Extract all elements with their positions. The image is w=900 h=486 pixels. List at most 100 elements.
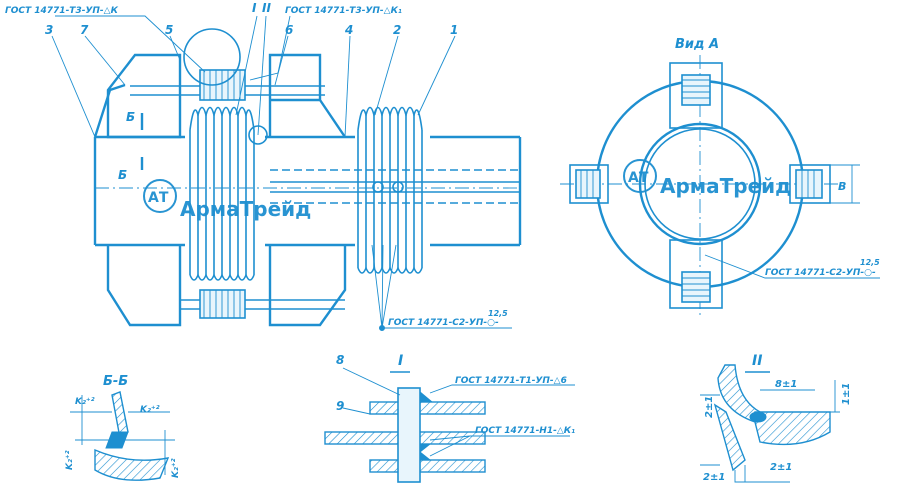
view-a-bottom-lug (669, 239, 723, 309)
leader-6 (274, 35, 289, 86)
detail-i-pos-8: 8 (336, 353, 344, 367)
pos-3: 3 (45, 23, 53, 37)
right-bellows (357, 106, 423, 274)
bottom-spring-lines (203, 290, 241, 318)
detail-i-welds (419, 390, 434, 461)
detail-i-weld-bottom-leader (429, 435, 570, 457)
view-a-right-lug (789, 164, 831, 204)
lower-left-housing (106, 245, 182, 327)
watermark-logo-letters: АТ (148, 190, 169, 206)
detail-ii-dim-1: 1±1 (841, 383, 852, 405)
view-a-weld-roughness: 12,5 (860, 258, 880, 267)
detail-ii-dim-verticals (734, 380, 836, 483)
middle-pipe (265, 135, 355, 247)
detail-ii-dim-2-a: 2±1 (703, 472, 725, 483)
top-spring-pack (199, 69, 246, 101)
view-a-left-spring (575, 169, 601, 199)
section-bb: Б-Б K₂⁺² K₂⁺² K₂⁺² K₂⁺² (65, 374, 181, 481)
rod-pin-2 (392, 181, 404, 193)
view-a-dim-b-label: В (838, 180, 846, 193)
detail-ii-dim-2-b: 2±1 (770, 462, 792, 473)
leader-3 (51, 35, 96, 138)
detail-ii-dim-8: 8±1 (775, 379, 797, 390)
weld-note-bottom-roughness: 12,5 (488, 309, 508, 318)
bb-k2-top: K₂⁺² (75, 397, 95, 407)
weld-note-top-left: ГОСТ 14771-Т3-УП-△К (5, 6, 119, 16)
pos-1: 1 (450, 23, 458, 37)
weld-note-top-right: ГОСТ 14771-Т3-УП-△К₁ (285, 6, 402, 16)
section-b-lower-label: Б (118, 168, 127, 182)
detail-ii: II 8±1 1±1 2±1 2±1 2±1 (700, 353, 852, 483)
central-rod (270, 181, 520, 193)
view-a-top-spring (681, 74, 711, 106)
view-a-title: Вид А (675, 37, 719, 52)
detail-ii-circle (248, 125, 268, 145)
view-a-right-spring (795, 169, 823, 199)
view-a-weld-leader (704, 254, 880, 279)
rod-pin (372, 181, 384, 193)
detail-i-weld-top-leader (429, 384, 575, 394)
section-b-label: Б (126, 110, 135, 124)
watermark-text-2: АрмаТрейд (660, 174, 791, 198)
pos-5: 5 (165, 23, 173, 37)
leader-bottom-weld (371, 244, 397, 329)
left-pipe (93, 135, 185, 247)
watermark-logo-letters-2: АТ (628, 170, 649, 186)
bb-dim-lines (70, 411, 175, 441)
watermark-text: АрмаТрейд (180, 197, 311, 221)
detail-i-weld-top: ГОСТ 14771-Т1-УП-△6 (455, 376, 567, 386)
leader-7 (84, 35, 126, 86)
detail-i-leader-9 (342, 407, 371, 415)
detail-ii-flange (754, 411, 831, 446)
view-a-weld-note: ГОСТ 14771-С2-УП-○- (765, 268, 876, 278)
bb-k2-right: K₂⁺² (140, 405, 160, 415)
detail-ii-lower-wall (713, 403, 746, 472)
leader-1 (417, 35, 456, 116)
watermark-logo-icon (143, 179, 177, 213)
watermark-left: АТ АрмаТрейд (143, 179, 311, 221)
view-a-top-lug (669, 62, 723, 129)
detail-i-title: I (398, 353, 403, 369)
leader-i (235, 15, 258, 116)
lower-right-housing (268, 245, 347, 327)
detail-i-plate-top (369, 401, 486, 415)
pos-6: 6 (285, 23, 293, 37)
right-pipe (430, 135, 522, 247)
detail-ii-dim-2-left: 2±1 (704, 396, 715, 418)
pos-i: I (252, 1, 257, 15)
view-a-bottom-spring (681, 271, 711, 303)
leader-ii (257, 15, 267, 136)
pos-7: 7 (80, 23, 89, 37)
detail-i-plate-bottom (369, 459, 486, 473)
bb-dim-verticals (81, 395, 166, 475)
detail-i-pos-9: 9 (336, 399, 344, 413)
view-a-left-lug (569, 164, 609, 204)
upper-left-housing (106, 53, 182, 139)
bb-k2-bottom: K₂⁺² (171, 458, 181, 478)
left-bellows (189, 106, 268, 281)
leader-top-left-weld (55, 15, 206, 73)
pos-2: 2 (393, 23, 401, 37)
watermark-logo-icon-2 (623, 159, 657, 193)
bb-vertical-plate (111, 391, 129, 440)
leader-2 (374, 35, 399, 116)
bottom-spring-pack (199, 289, 246, 319)
upper-right-housing (268, 53, 346, 138)
bb-curved-plate (94, 448, 170, 481)
leader-5 (169, 35, 181, 61)
weld-note-bottom: ГОСТ 14771-С2-УП-○- (388, 318, 499, 328)
pos-4: 4 (344, 23, 353, 37)
detail-ii-weld (749, 411, 767, 423)
detail-i-pin (397, 387, 421, 483)
detail-ii-dim-lines (700, 389, 840, 466)
detail-i-circle (183, 28, 241, 86)
housing-slope (93, 83, 126, 138)
watermark-right: АТ АрмаТрейд (623, 159, 791, 198)
section-bb-title: Б-Б (103, 374, 128, 389)
view-a: Вид А В ГОСТ 14771-С2-УП-○- 12,5 (560, 37, 880, 315)
pos-ii: II (262, 1, 271, 15)
view-a-dim-b (830, 164, 860, 204)
detail-i-leader-8 (342, 367, 401, 396)
